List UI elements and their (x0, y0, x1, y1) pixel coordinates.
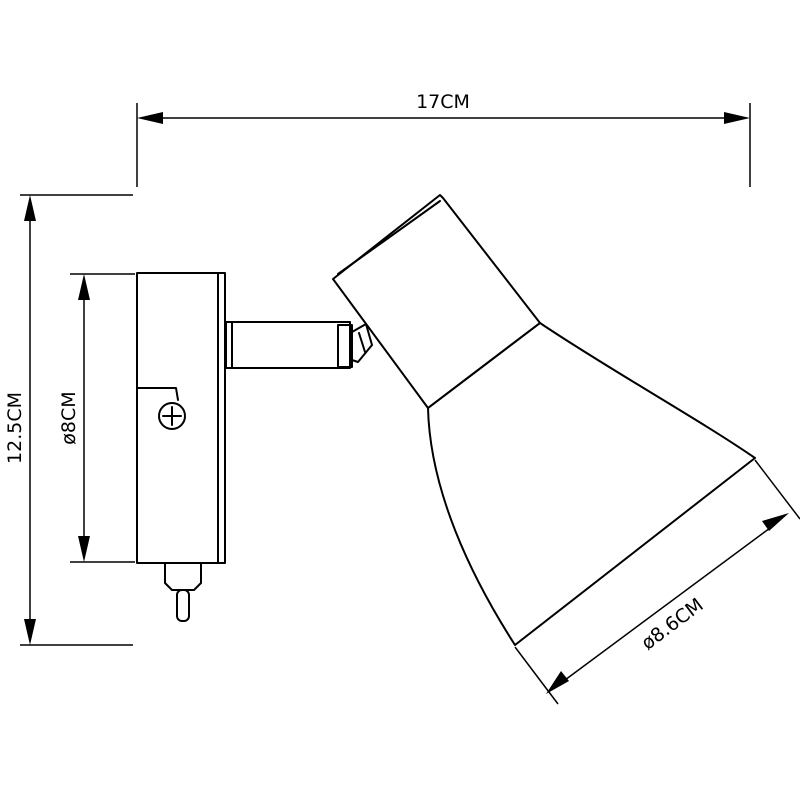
base-diameter-dimension: ø8CM (58, 273, 135, 563)
shade-diameter-dimension: ø8.6CM (514, 459, 800, 705)
wall-base-plate (136, 272, 226, 622)
base-diameter-label: ø8CM (58, 391, 80, 444)
height-label: 12.5CM (4, 392, 26, 464)
height-dimension: 12.5CM (4, 194, 133, 646)
screw-icon (158, 402, 186, 430)
width-label: 17CM (416, 91, 470, 113)
width-dimension: 17CM (136, 91, 751, 187)
lamp-shade (332, 194, 756, 646)
toggle-switch (164, 562, 202, 622)
lamp-arm (225, 321, 373, 369)
shade-diameter-label: ø8.6CM (637, 594, 707, 655)
